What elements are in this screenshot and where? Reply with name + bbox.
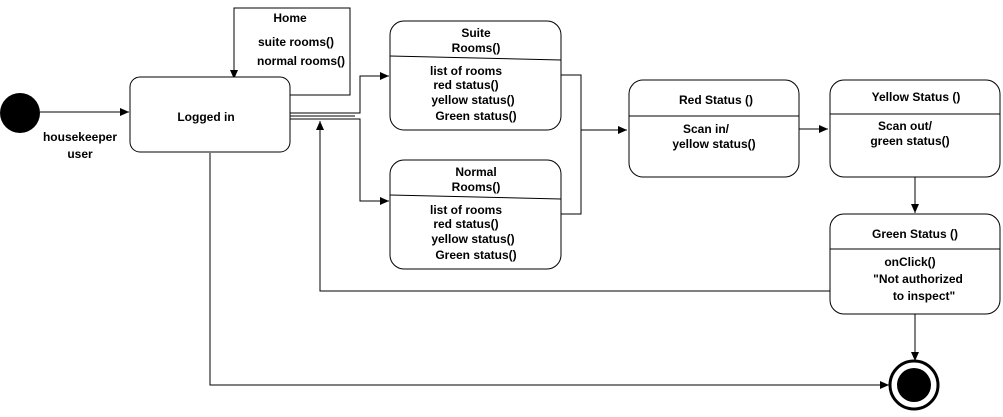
normal-rooms-line: Green status() [435, 248, 516, 262]
yellow-status-line: Scan out/ [878, 119, 933, 133]
edge-green-to-logged-in [316, 121, 830, 292]
normal-rooms-title: Normal [455, 165, 496, 179]
normal-rooms-box [389, 159, 562, 270]
yellow-status-title: Yellow Status () [872, 90, 961, 104]
initial-label-line2: user [67, 147, 93, 161]
initial-label-line1: housekeeper [43, 130, 117, 144]
red-status-state: Red Status () Scan in/ yellow status() [628, 79, 800, 178]
suite-rooms-box [389, 20, 562, 131]
suite-rooms-line: list of rooms [430, 64, 502, 78]
home-item: suite rooms() [258, 35, 334, 49]
red-status-line: Scan in/ [683, 122, 730, 136]
logged-in-box [129, 76, 291, 153]
home-node: Home suite rooms() normal rooms() [257, 11, 345, 68]
suite-rooms-line: yellow status() [431, 93, 514, 107]
green-status-line: "Not authorized [873, 272, 963, 286]
green-status-line: to inspect" [893, 289, 955, 303]
home-item: normal rooms() [257, 54, 345, 68]
edge-logged-in-to-final [209, 153, 889, 389]
suite-rooms-divider [389, 55, 562, 61]
normal-rooms-line: red status() [433, 217, 498, 231]
normal-rooms-line: yellow status() [431, 232, 514, 246]
initial-state: housekeeper user [0, 93, 117, 161]
logged-in-state: Logged in [129, 76, 291, 153]
edge-normal-to-red [561, 130, 582, 215]
edge-logged-in-to-normal [290, 118, 389, 205]
normal-rooms-title: Rooms() [452, 180, 501, 194]
normal-rooms-state: Normal Rooms() list of rooms red status(… [389, 159, 562, 270]
edge-suite-to-red [561, 74, 627, 134]
yellow-status-line: green status() [870, 134, 949, 148]
normal-rooms-line: list of rooms [430, 203, 502, 217]
edges [40, 7, 919, 389]
red-status-title: Red Status () [679, 93, 753, 107]
yellow-status-box [829, 79, 1001, 178]
yellow-status-state: Yellow Status () Scan out/ green status(… [829, 79, 1001, 178]
normal-rooms-divider [389, 194, 562, 200]
final-state [888, 359, 940, 411]
edge-home-loop [230, 7, 351, 96]
suite-rooms-title: Rooms() [452, 41, 501, 55]
suite-rooms-line: red status() [433, 78, 498, 92]
green-status-title: Green Status () [872, 227, 958, 241]
logged-in-label: Logged in [177, 110, 234, 124]
initial-node [0, 93, 40, 133]
green-status-box [829, 213, 1001, 315]
suite-rooms-line: Green status() [435, 109, 516, 123]
final-node-inner [897, 368, 931, 402]
red-status-box [628, 79, 800, 178]
suite-rooms-state: Suite Rooms() list of rooms red status()… [389, 20, 562, 131]
suite-rooms-title: Suite [461, 26, 491, 40]
green-status-state: Green Status () onClick() "Not authorize… [829, 213, 1001, 315]
red-status-line: yellow status() [672, 137, 755, 151]
green-status-line: onClick() [884, 255, 935, 269]
edge-logged-in-to-suite [290, 72, 389, 114]
home-title: Home [273, 11, 307, 25]
